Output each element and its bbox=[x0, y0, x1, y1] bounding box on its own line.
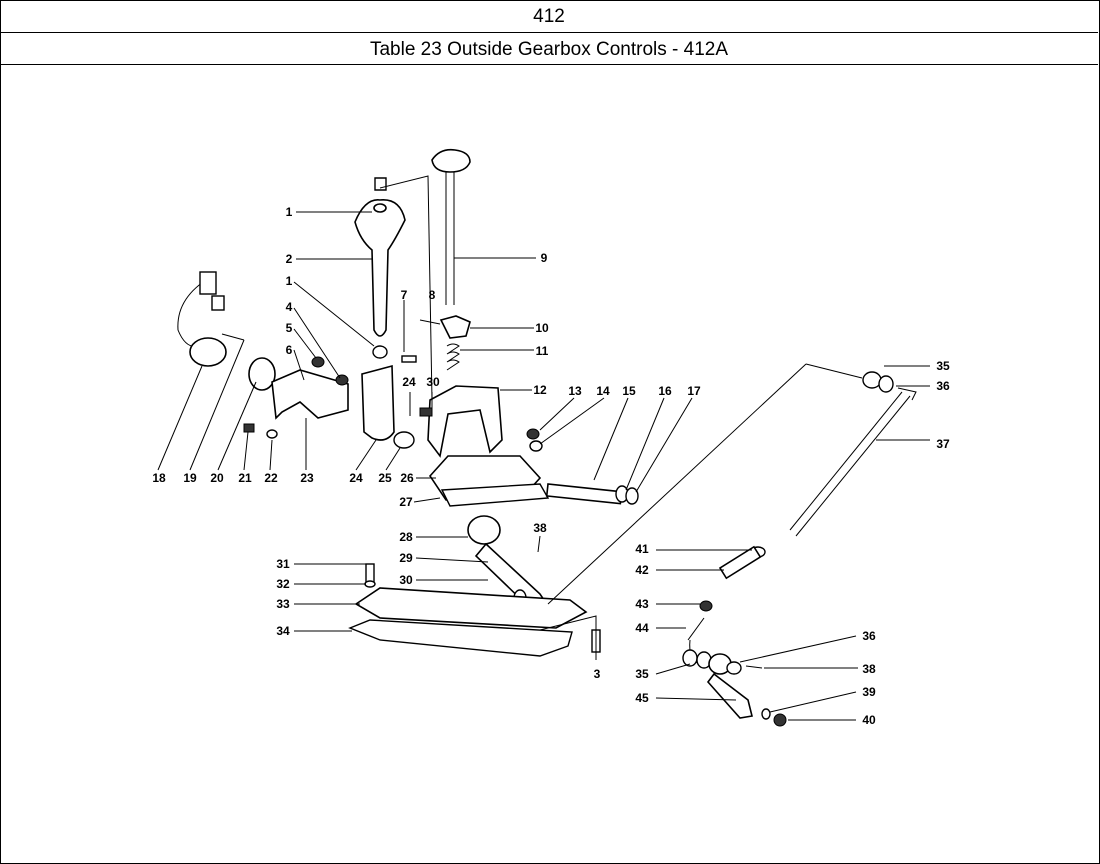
callout-24: 24 bbox=[349, 471, 363, 485]
gate-plate bbox=[427, 385, 503, 458]
callout-3: 3 bbox=[594, 667, 601, 681]
callout-12: 12 bbox=[533, 383, 547, 397]
callout-29: 24 bbox=[402, 375, 416, 389]
callout-37: 37 bbox=[936, 437, 950, 451]
callout-38-upper: 38 bbox=[533, 521, 547, 535]
callout-1: 1 bbox=[286, 205, 293, 219]
callout-6: 6 bbox=[286, 343, 293, 357]
callout-33: 33 bbox=[276, 597, 290, 611]
callout-30-lower: 30 bbox=[399, 573, 413, 587]
callout-30: 30 bbox=[426, 375, 440, 389]
callout-5: 5 bbox=[286, 321, 293, 335]
lever-support bbox=[361, 364, 415, 449]
selector-housing bbox=[428, 455, 550, 507]
callout-13: 13 bbox=[568, 384, 582, 398]
callout-16: 16 bbox=[658, 384, 672, 398]
callout-40: 40 bbox=[862, 713, 876, 727]
callout-44: 44 bbox=[635, 621, 649, 635]
callout-20: 20 bbox=[210, 471, 224, 485]
callout-34: 34 bbox=[276, 624, 290, 638]
model-title: 412 bbox=[0, 0, 1098, 33]
callout-labels: 1 2 1 4 5 6 7 8 9 10 11 12 13 14 15 16 1… bbox=[152, 205, 950, 727]
callout-38: 38 bbox=[862, 662, 876, 676]
cover-plate bbox=[248, 357, 276, 391]
lever-clamp bbox=[419, 315, 471, 371]
callout-31: 31 bbox=[276, 557, 290, 571]
callout-26: 26 bbox=[400, 471, 414, 485]
callout-4: 4 bbox=[286, 300, 293, 314]
shaft-assembly bbox=[526, 428, 639, 505]
callout-25: 25 bbox=[378, 471, 392, 485]
callout-11: 11 bbox=[536, 344, 549, 358]
callout-22: 22 bbox=[264, 471, 278, 485]
callout-14: 14 bbox=[596, 384, 610, 398]
linkage-rod bbox=[687, 371, 917, 665]
callout-2: 2 bbox=[286, 252, 293, 266]
callout-19: 19 bbox=[183, 471, 197, 485]
reverse-switch-wiring bbox=[177, 271, 245, 367]
callout-29-lower: 29 bbox=[399, 551, 413, 565]
callout-10: 10 bbox=[535, 321, 549, 335]
callout-9: 9 bbox=[541, 251, 548, 265]
leader-lines bbox=[157, 175, 930, 721]
callout-41: 41 bbox=[635, 542, 649, 556]
lower-lever bbox=[682, 649, 787, 727]
callout-42: 42 bbox=[635, 563, 649, 577]
callout-1-lower: 1 bbox=[286, 274, 293, 288]
base-plate bbox=[348, 587, 588, 657]
bracket bbox=[271, 369, 349, 420]
callout-18: 18 bbox=[152, 471, 166, 485]
callout-36: 36 bbox=[936, 379, 950, 393]
callout-15: 15 bbox=[622, 384, 636, 398]
table-title: Table 23 Outside Gearbox Controls - 412A bbox=[0, 33, 1098, 65]
callout-7: 7 bbox=[401, 288, 408, 302]
callout-27: 27 bbox=[399, 495, 413, 509]
callout-23: 23 bbox=[300, 471, 314, 485]
callout-35-lower: 35 bbox=[635, 667, 649, 681]
callout-28: 28 bbox=[399, 530, 413, 544]
callout-35: 35 bbox=[936, 359, 950, 373]
callout-39: 39 bbox=[862, 685, 876, 699]
callout-17: 17 bbox=[687, 384, 701, 398]
callout-45: 45 bbox=[635, 691, 649, 705]
callout-36-lower: 36 bbox=[862, 629, 876, 643]
callout-32: 32 bbox=[276, 577, 290, 591]
gear-knob bbox=[431, 148, 471, 305]
shift-lever-boot bbox=[354, 177, 406, 359]
callout-43: 43 bbox=[635, 597, 649, 611]
callout-21: 21 bbox=[238, 471, 252, 485]
callout-8: 8 bbox=[429, 288, 436, 302]
